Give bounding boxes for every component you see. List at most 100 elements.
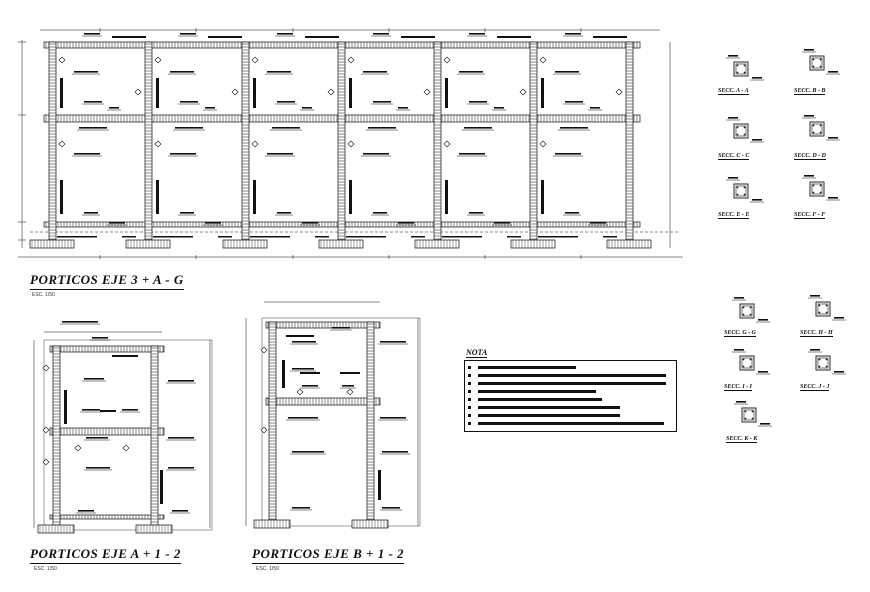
rebar-callout-text	[172, 510, 188, 512]
section-a-rebar	[736, 71, 739, 74]
footing-0	[29, 239, 75, 249]
section-label-i: SECC. I - I	[724, 384, 753, 391]
section-f-callout-text	[828, 197, 838, 199]
section-marker	[122, 444, 130, 452]
rebar-callout-text	[168, 437, 194, 439]
rebar-callout-text	[267, 153, 293, 155]
nota-line	[478, 398, 602, 401]
section-i-rebar	[749, 358, 752, 361]
section-f-rebar	[819, 184, 822, 187]
beam-callout-text	[332, 327, 350, 329]
rebar-callout-text	[267, 71, 291, 73]
rebar-callout-text	[363, 71, 387, 73]
section-c-rebar	[743, 126, 746, 129]
section-marker	[260, 346, 268, 354]
section-c-rebar	[736, 133, 739, 136]
footing-rebar	[538, 236, 578, 238]
section-e-callout-text	[728, 177, 738, 179]
section-b-rebar	[812, 58, 815, 61]
section-e-rebar	[736, 186, 739, 189]
section-d-callout-text	[804, 115, 814, 117]
footing-1	[125, 239, 171, 249]
footing-2	[222, 239, 268, 249]
scale-porticos-eje-3: ESC. 1/50	[32, 292, 55, 298]
section-j-callout-text	[810, 349, 820, 351]
rebar-callout-text	[368, 127, 396, 129]
section-label-k: SECC. K - K	[726, 436, 758, 443]
nota-bullet	[468, 398, 471, 401]
footing-3	[318, 239, 364, 249]
rebar-callout-text	[277, 212, 291, 214]
rebar-callout-text	[590, 222, 606, 224]
rebar-callout-text	[205, 107, 215, 109]
title-porticos-eje-a: PORTICOS EJE A + 1 - 2	[30, 546, 181, 564]
section-c-callout-text	[728, 117, 738, 119]
plinth-beam	[49, 514, 165, 520]
rebar-callout-text	[464, 127, 492, 129]
section-marker	[74, 444, 82, 452]
section-label-e: SECC. E - E	[718, 212, 750, 219]
section-e-callout-text	[752, 199, 762, 201]
column-0	[48, 41, 57, 241]
section-marker	[260, 426, 268, 434]
top-beam	[265, 321, 381, 329]
rebar-callout-text	[565, 101, 583, 103]
rebar-callout-text	[398, 222, 414, 224]
nota-line	[478, 422, 664, 425]
section-d-stirrup	[811, 123, 823, 135]
section-h-rebar	[818, 311, 821, 314]
section-b-rebar	[819, 65, 822, 68]
section-marker	[347, 56, 355, 64]
rebar-callout-text	[342, 385, 354, 387]
rebar-callout-text	[78, 510, 94, 512]
column-5	[529, 41, 538, 241]
nota-line	[478, 382, 666, 385]
beam-callout-text	[565, 33, 581, 35]
rebar-callout-text	[86, 467, 110, 469]
title-porticos-eje-b: PORTICOS EJE B + 1 - 2	[252, 546, 405, 564]
section-marker	[42, 426, 50, 434]
rebar-callout-text	[373, 101, 391, 103]
section-marker	[251, 56, 259, 64]
rebar-callout-text	[170, 153, 196, 155]
section-a-callout-text	[752, 77, 762, 79]
section-j-rebar	[818, 358, 821, 361]
section-c-rebar	[743, 133, 746, 136]
section-c-stirrup	[735, 125, 747, 137]
rebar-callout-text	[459, 71, 483, 73]
beam-callout-text	[373, 33, 389, 35]
footing-rebar	[57, 236, 97, 238]
rebar-callout-text	[560, 127, 588, 129]
stirrup-zone	[445, 78, 448, 108]
section-e-rebar	[743, 193, 746, 196]
section-g-rebar	[742, 306, 745, 309]
column-right	[366, 321, 375, 521]
section-d-callout-text	[828, 137, 838, 139]
beam-callout-text	[92, 337, 108, 339]
rebar-callout-text	[79, 127, 107, 129]
rebar-callout-text	[175, 127, 203, 129]
rebar-callout-text	[565, 212, 579, 214]
section-d-rebar	[812, 131, 815, 134]
beam-callout-text	[84, 33, 100, 35]
section-label-b: SECC. B - B	[794, 88, 826, 95]
section-f-rebar	[812, 184, 815, 187]
section-h-callout-text	[834, 317, 844, 319]
column-3	[337, 41, 346, 241]
rebar-callout-text	[382, 507, 400, 509]
section-h-stirrup	[817, 303, 829, 315]
section-b-stirrup	[811, 57, 823, 69]
column-1	[144, 41, 153, 241]
stirrup-zone	[282, 360, 285, 388]
mid-beam	[265, 397, 381, 406]
section-marker	[134, 88, 142, 96]
rebar-callout-text	[555, 153, 581, 155]
section-marker	[58, 56, 66, 64]
rebar-callout-text	[292, 341, 316, 343]
stirrup-zone	[349, 180, 352, 214]
nota-line	[478, 414, 620, 417]
section-label-h: SECC. H - H	[800, 330, 833, 337]
rebar-callout-text	[382, 451, 408, 453]
nota-bullet	[468, 390, 471, 393]
section-a-stirrup	[735, 63, 747, 75]
